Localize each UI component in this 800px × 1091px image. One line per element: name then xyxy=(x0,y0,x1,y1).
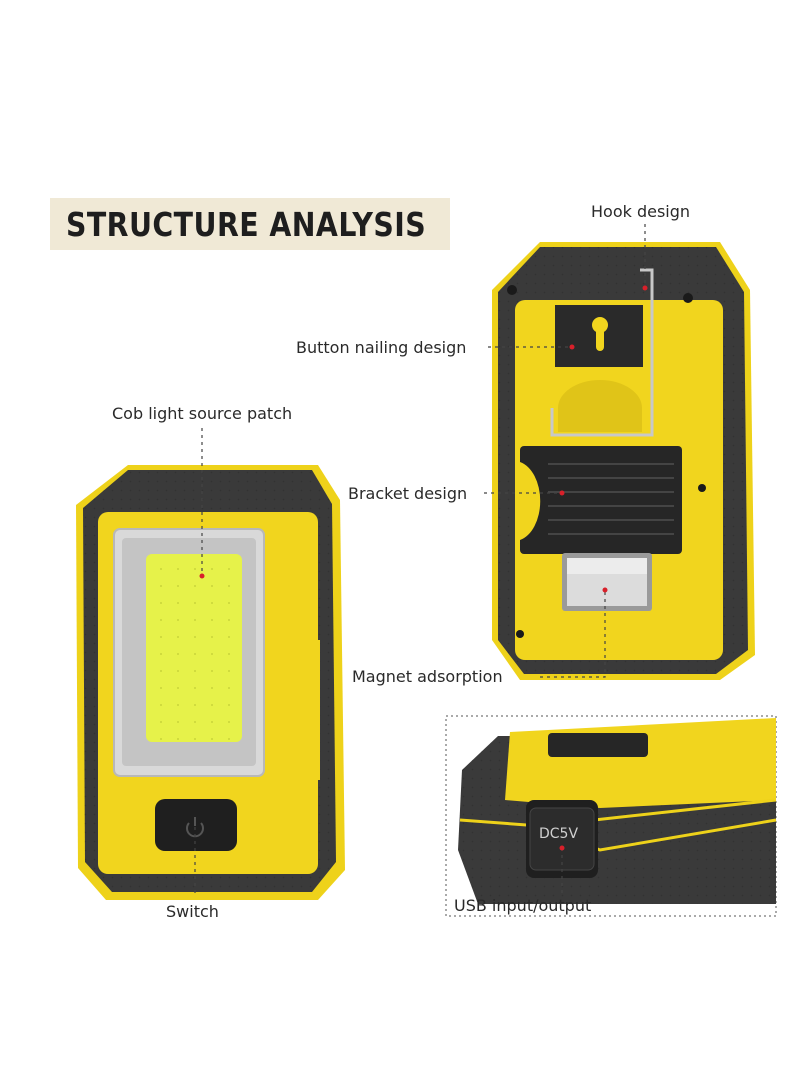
label-magnet-adsorption: Magnet adsorption xyxy=(352,667,503,686)
page-title: STRUCTURE ANALYSIS xyxy=(66,205,427,244)
label-cob-light-source: Cob light source patch xyxy=(112,404,293,423)
usb-detail xyxy=(458,718,777,904)
label-button-nailing-design: Button nailing design xyxy=(296,338,467,357)
back-lamp xyxy=(492,242,755,680)
label-bracket-design: Bracket design xyxy=(348,484,468,503)
port-text: DC5V xyxy=(539,826,579,842)
front-lamp xyxy=(76,465,345,900)
cob-light-panel xyxy=(146,554,242,742)
switch-button xyxy=(155,799,237,851)
dc5v-port xyxy=(526,800,598,878)
button-nail-plate xyxy=(555,305,643,367)
keyhole-icon xyxy=(592,317,608,351)
label-hook-design: Hook design xyxy=(591,202,691,221)
magnet xyxy=(562,553,652,611)
bracket xyxy=(520,446,682,554)
title-band xyxy=(50,198,450,250)
label-switch: Switch xyxy=(166,902,219,921)
label-usb-input-output: USB input/output xyxy=(454,896,592,915)
